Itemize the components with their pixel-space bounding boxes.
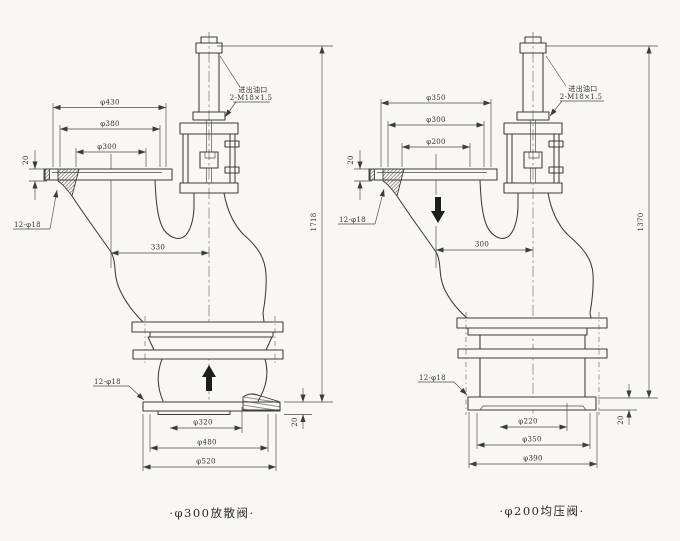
flow-up-arrow xyxy=(202,365,216,391)
flow-down-arrow xyxy=(431,197,445,223)
dim-port-offset: 330 xyxy=(151,244,165,252)
dim-bottom-flange-thickness: 20 xyxy=(291,417,299,427)
right-dimensions: φ350 φ300 φ200 20 12-φ18 300 13 xyxy=(338,45,658,468)
dim-bottom-flange-outer: φ520 xyxy=(196,458,215,466)
left-actuator xyxy=(179,36,240,194)
dim-bottom-bolt-circle: φ350 xyxy=(522,436,541,444)
dim-port-offset: 300 xyxy=(475,241,489,249)
left-outlet-flange xyxy=(43,168,173,197)
dim-bottom-flange-thickness: 20 xyxy=(617,415,625,425)
right-valve: φ350 φ300 φ200 20 12-φ18 300 13 xyxy=(338,32,658,518)
label-top-bolt-holes: 12-φ18 xyxy=(339,216,366,224)
left-dimensions: φ430 φ380 φ300 20 12-φ18 330 17 xyxy=(13,45,333,471)
label-bottom-bolt-holes: 12-φ18 xyxy=(419,374,446,382)
dim-bore: φ300 xyxy=(97,143,116,151)
dim-bottom-bolt-circle: φ480 xyxy=(197,439,216,447)
right-actuator xyxy=(503,36,564,194)
port-label-line2: 2-M18×1.5 xyxy=(560,93,603,101)
label-top-bolt-holes: 12-φ18 xyxy=(14,221,41,229)
dim-flange-outer: φ430 xyxy=(100,99,119,107)
label-bottom-bolt-holes: 12-φ18 xyxy=(94,378,121,386)
dim-flange-outer: φ350 xyxy=(426,94,445,102)
port-label-line2: 2-M18×1.5 xyxy=(230,94,273,102)
right-caption: ·φ200均压阀· xyxy=(499,504,584,518)
port-label-line1: 进出油口 xyxy=(568,84,597,93)
left-valve-body xyxy=(71,179,267,323)
dim-raised-face: φ300 xyxy=(426,116,445,124)
left-bottom-flange xyxy=(142,393,281,416)
dim-bottom-bore: φ320 xyxy=(193,419,212,427)
right-bottom-flange xyxy=(467,396,597,411)
dim-flange-thickness: 20 xyxy=(22,155,30,165)
dim-overall-height: 1718 xyxy=(310,212,318,231)
dim-bottom-flange-outer: φ390 xyxy=(523,455,542,463)
right-inlet-flange xyxy=(368,168,498,197)
left-caption: ·φ300放散阀· xyxy=(169,506,254,520)
right-valve-body xyxy=(396,179,594,319)
dim-raised-face: φ380 xyxy=(100,120,119,128)
left-valve: φ430 φ380 φ300 20 12-φ18 330 17 xyxy=(13,32,333,520)
left-seat-flange-assembly xyxy=(131,316,284,363)
dim-overall-height: 1370 xyxy=(637,212,645,231)
port-label-line1: 进出油口 xyxy=(238,85,267,94)
dim-flange-thickness: 20 xyxy=(347,155,355,165)
dim-bore: φ200 xyxy=(426,138,445,146)
right-seat-flange-assembly xyxy=(456,312,608,415)
dim-bottom-bore: φ220 xyxy=(518,418,537,426)
